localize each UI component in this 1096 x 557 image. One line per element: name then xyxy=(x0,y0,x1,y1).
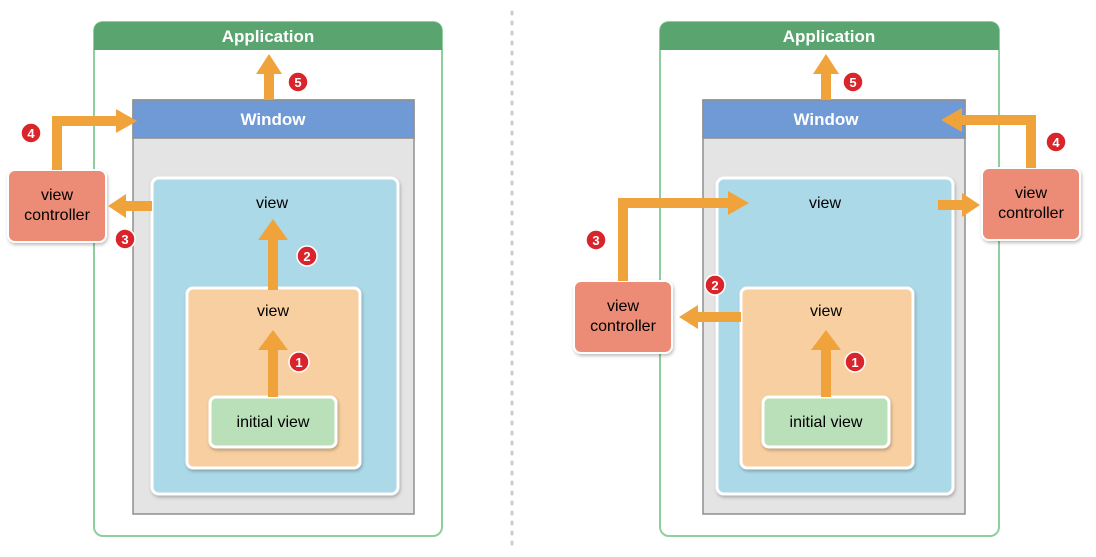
arrow-step-2 xyxy=(258,219,288,290)
svg-text:2: 2 xyxy=(711,278,718,293)
initial-view-label: initial view xyxy=(790,414,863,431)
arrow-step-1 xyxy=(811,330,841,397)
application-header xyxy=(660,22,999,50)
view-controller-mid-line1: view xyxy=(607,298,639,315)
svg-text:4: 4 xyxy=(1052,135,1060,150)
step-badge-5: 5 xyxy=(287,71,309,93)
view-controller-label-line1: view xyxy=(41,187,73,204)
svg-text:4: 4 xyxy=(27,126,35,141)
view-controller-top-line2: controller xyxy=(998,205,1064,222)
arrow-step-2 xyxy=(679,305,741,329)
initial-view-label: initial view xyxy=(237,414,310,431)
step-badge-4: 4 xyxy=(20,122,42,144)
arrow-step-4-outflow xyxy=(938,193,980,217)
middle-view-label: view xyxy=(257,303,289,320)
step-badge-2: 2 xyxy=(296,245,318,267)
svg-text:3: 3 xyxy=(121,232,128,247)
arrow-step-4 xyxy=(52,109,137,170)
svg-text:1: 1 xyxy=(851,355,858,370)
right-diagram: Application Window view view initial vie… xyxy=(573,21,1081,537)
step-badge-2: 2 xyxy=(704,274,726,296)
arrow-step-1 xyxy=(258,330,288,397)
view-controller-label-line2: controller xyxy=(24,207,90,224)
svg-text:3: 3 xyxy=(592,233,599,248)
application-label: Application xyxy=(783,27,876,46)
application-label: Application xyxy=(222,27,315,46)
outer-view-label: view xyxy=(256,195,288,212)
arrow-step-5 xyxy=(813,54,839,100)
step-badge-1: 1 xyxy=(844,351,866,373)
arrow-step-3 xyxy=(618,191,749,281)
arrow-step-4 xyxy=(941,108,1036,168)
svg-text:5: 5 xyxy=(294,75,301,90)
svg-text:1: 1 xyxy=(295,355,302,370)
arrow-step-3 xyxy=(108,194,152,218)
svg-text:2: 2 xyxy=(303,249,310,264)
view-controller-top xyxy=(981,167,1081,241)
window-label: Window xyxy=(241,110,307,129)
step-badge-3: 3 xyxy=(585,229,607,251)
step-badge-1: 1 xyxy=(288,351,310,373)
view-controller-mid xyxy=(573,280,673,354)
outer-view-label: view xyxy=(809,195,841,212)
svg-text:5: 5 xyxy=(849,75,856,90)
middle-view-label: view xyxy=(810,303,842,320)
view-controller xyxy=(7,169,107,243)
window-label: Window xyxy=(794,110,860,129)
step-badge-4: 4 xyxy=(1045,131,1067,153)
step-badge-5: 5 xyxy=(842,71,864,93)
application-header xyxy=(94,22,442,50)
step-badge-3: 3 xyxy=(114,228,136,250)
view-controller-mid-line2: controller xyxy=(590,318,656,335)
view-controller-top-line1: view xyxy=(1015,185,1047,202)
arrow-step-5 xyxy=(256,54,282,100)
left-diagram: Application Window view view initial vie… xyxy=(7,21,443,537)
